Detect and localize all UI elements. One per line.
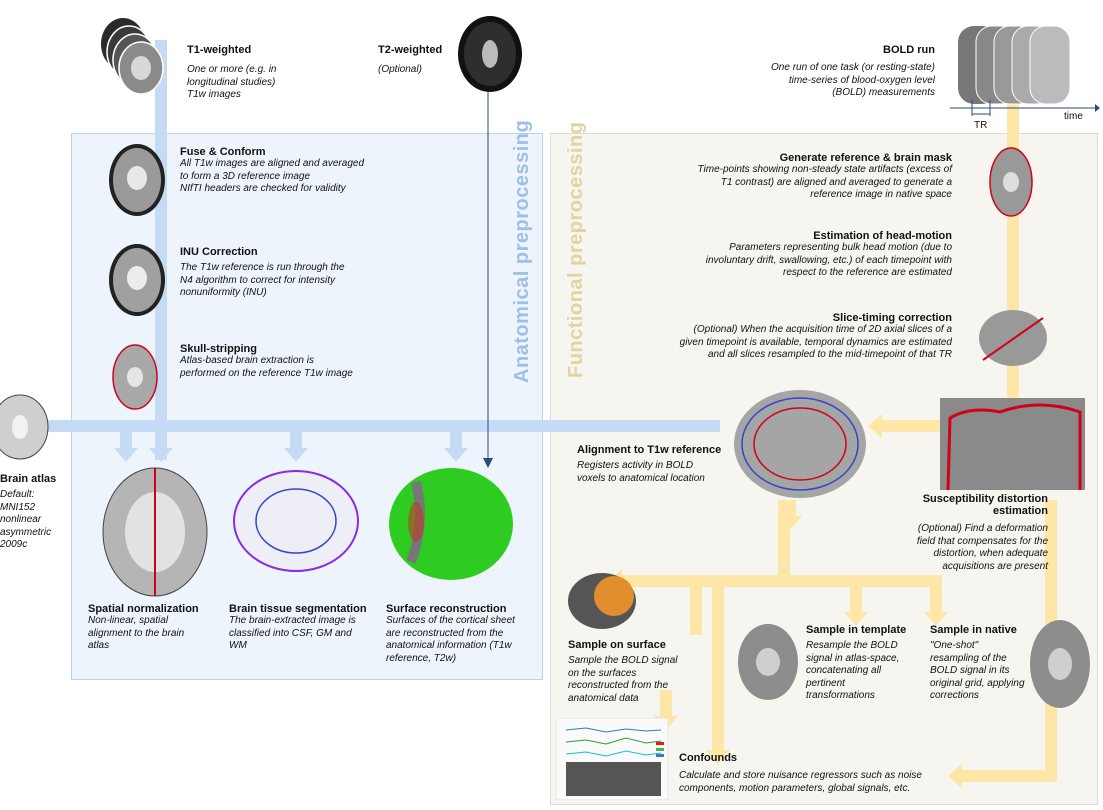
brain-atlas-image (0, 394, 49, 460)
skull-desc: Atlas-based brain extraction is performe… (180, 355, 353, 379)
surf-title: Sample on surface (568, 639, 666, 651)
skull-stripped-image (112, 344, 158, 410)
t1-stack-image (101, 18, 164, 95)
confounds-desc: Calculate and store nuisance regressors … (679, 770, 922, 794)
fuse-desc: All T1w images are aligned and averaged … (180, 158, 364, 194)
tissue-segmentation-image (233, 470, 359, 572)
sdc-desc: (Optional) Find a deformation field that… (916, 523, 1048, 572)
fuse-title: Fuse & Conform (180, 146, 266, 158)
align-title: Alignment to T1w reference (577, 444, 722, 456)
functional-panel-label: Functional preprocessing (565, 121, 587, 378)
skull-title: Skull-stripping (180, 343, 257, 355)
t1-desc: One or more (e.g. in longitudinal studie… (187, 64, 277, 100)
surface-desc: Surfaces of the cortical sheet are recon… (386, 615, 515, 664)
t2-weighted-block: T2-weighted (Optional) (378, 44, 458, 77)
reference-block: Generate reference & brain mask Time-poi… (660, 152, 952, 202)
confounds-block: Confounds Calculate and store nuisance r… (679, 752, 969, 795)
t1-weighted-block: T1-weighted One or more (e.g. in longitu… (187, 44, 357, 102)
tissue-title: Brain tissue segmentation (229, 603, 367, 615)
anatomical-panel-label: Anatomical preprocessing (511, 119, 533, 383)
motion-title: Estimation of head-motion (813, 230, 952, 242)
surface-reconstruction-block: Surface reconstruction Surfaces of the c… (386, 603, 536, 665)
sample-native-block: Sample in native "One-shot" resampling o… (930, 624, 1040, 703)
bold-title: BOLD run (883, 44, 935, 56)
susceptibility-block: Susceptibility distortion estimation (Op… (888, 493, 1048, 573)
template-desc: Resample the BOLD signal in atlas-space,… (806, 640, 900, 701)
tr-label: TR (974, 120, 988, 131)
fuse-block: Fuse & Conform All T1w images are aligne… (180, 146, 410, 196)
sample-surface-image (568, 573, 636, 629)
susceptibility-image (940, 398, 1085, 490)
slice-title: Slice-timing correction (832, 312, 952, 324)
bold-run-image (958, 25, 1071, 105)
alignment-image (734, 390, 866, 498)
motion-desc: Parameters representing bulk head motion… (705, 242, 952, 278)
inu-desc: The T1w reference is run through the N4 … (180, 262, 345, 298)
surf-desc: Sample the BOLD signal on the surfaces r… (568, 655, 678, 704)
ref-title: Generate reference & brain mask (779, 152, 952, 164)
fuse-brain-image (109, 144, 165, 216)
confounds-title: Confounds (679, 752, 738, 764)
sample-template-image (738, 624, 798, 700)
reference-image (989, 147, 1033, 217)
atlas-title: Brain atlas (0, 473, 57, 485)
ref-desc: Time-points showing non-steady state art… (697, 164, 952, 200)
time-label: time (1064, 111, 1083, 122)
template-title: Sample in template (806, 624, 907, 636)
spatial-normalization-block: Spatial normalization Non-linear, spatia… (88, 603, 228, 653)
inu-title: INU Correction (180, 246, 258, 258)
spatial-title: Spatial normalization (88, 603, 199, 615)
sample-template-block: Sample in template Resample the BOLD sig… (806, 624, 926, 703)
t1-title: T1-weighted (187, 44, 252, 56)
t2-image (458, 16, 522, 92)
spatial-desc: Non-linear, spatial alignment to the bra… (88, 615, 185, 651)
bold-run-block: BOLD run One run of one task (or resting… (735, 44, 935, 100)
native-title: Sample in native (930, 624, 1017, 636)
atlas-desc: Default: MNI152 nonlinear asymmetric 200… (0, 489, 52, 550)
sdc-title: Susceptibility distortion estimation (922, 493, 1048, 517)
brain-atlas-block: Brain atlas Default: MNI152 nonlinear as… (0, 473, 60, 552)
confounds-plot-image (556, 718, 668, 800)
sample-native-image (1030, 620, 1090, 708)
slice-desc: (Optional) When the acquisition time of … (679, 324, 952, 360)
inu-brain-image (109, 244, 165, 316)
align-desc: Registers activity in BOLD voxels to ana… (577, 460, 705, 484)
alignment-block: Alignment to T1w reference Registers act… (577, 444, 737, 485)
sample-surface-block: Sample on surface Sample the BOLD signal… (568, 639, 698, 705)
native-desc: "One-shot" resampling of the BOLD signal… (930, 640, 1025, 701)
skull-block: Skull-stripping Atlas-based brain extrac… (180, 343, 410, 380)
time-axis (950, 100, 1100, 116)
surface-reconstruction-image (389, 468, 513, 580)
t2-title: T2-weighted (378, 44, 443, 56)
t2-desc: (Optional) (378, 64, 422, 75)
tissue-segmentation-block: Brain tissue segmentation The brain-extr… (229, 603, 379, 653)
surface-title: Surface reconstruction (386, 603, 507, 615)
slice-timing-image (979, 310, 1047, 366)
tissue-desc: The brain-extracted image is classified … (229, 615, 356, 651)
head-motion-block: Estimation of head-motion Parameters rep… (660, 230, 952, 280)
slice-timing-block: Slice-timing correction (Optional) When … (640, 312, 952, 362)
inu-block: INU Correction The T1w reference is run … (180, 246, 410, 300)
spatial-normalization-image (102, 467, 208, 597)
bold-desc: One run of one task (or resting-state) t… (771, 62, 935, 98)
